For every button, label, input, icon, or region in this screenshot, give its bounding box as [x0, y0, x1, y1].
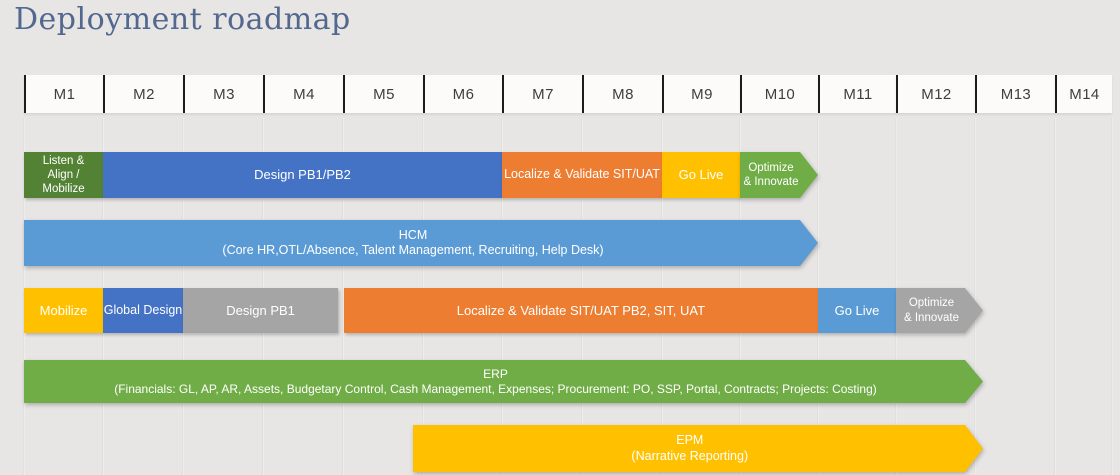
bar-label: EPM	[676, 433, 704, 448]
hcm-scope-track-bar: HCM(Core HR,OTL/Absence, Talent Manageme…	[24, 220, 818, 266]
month-header-cell: M13	[975, 75, 1055, 113]
erp-phase-track-bar: Go Live	[818, 288, 896, 333]
bar-label: Mobilize	[39, 302, 88, 318]
bar-label: Localize & Validate SIT/UAT	[504, 167, 660, 182]
bar-label: Go Live	[834, 302, 880, 318]
roadmap-bar-shape: Go Live	[818, 288, 896, 333]
arrow-shadow-wrap: Optimize & Innovate	[740, 152, 818, 198]
month-header-cell: M9	[662, 75, 740, 113]
roadmap-bar-shape: Listen &Align / Mobilize	[24, 152, 103, 198]
arrow-shadow-wrap: EPM(Narrative Reporting)	[413, 425, 983, 472]
roadmap-bar-shape: Design PB1/PB2	[103, 152, 502, 198]
roadmap-bar-shape: ERP(Financials: GL, AP, AR, Assets, Budg…	[24, 360, 983, 403]
month-gridline	[974, 118, 976, 475]
month-header-cell: M14	[1055, 75, 1112, 113]
erp-phase-track-bar: Mobilize	[24, 288, 103, 333]
roadmap-bar-shape: Go Live	[662, 152, 740, 198]
bar-label: Design PB1/PB2	[254, 167, 351, 183]
hcm-phase-track-bar: Optimize & Innovate	[740, 152, 818, 198]
month-gridline	[342, 118, 344, 475]
erp-scope-track-bar: ERP(Financials: GL, AP, AR, Assets, Budg…	[24, 360, 983, 403]
month-header-cell: M1	[24, 75, 103, 113]
erp-phase-track-bar: Design PB1	[183, 288, 339, 333]
month-header-cell: M12	[896, 75, 975, 113]
bar-label: Global Design	[103, 302, 183, 317]
roadmap-bar-shape: Global Design	[103, 288, 183, 333]
roadmap-bar-shape: Design PB1	[183, 288, 339, 333]
hcm-phase-track-bar: Localize & Validate SIT/UAT	[502, 152, 662, 198]
roadmap-bar-shape: Localize & Validate SIT/UAT PB2, SIT, UA…	[343, 288, 818, 333]
bar-label: Align /	[47, 168, 80, 181]
hcm-phase-track-bar: Go Live	[662, 152, 740, 198]
bar-label: & Innovate	[743, 176, 799, 188]
bar-label: & Innovate	[904, 311, 959, 324]
month-header-cell: M3	[183, 75, 263, 113]
arrow-shadow-wrap: HCM(Core HR,OTL/Absence, Talent Manageme…	[24, 220, 818, 266]
erp-phase-track-bar: Optimize& Innovate	[896, 288, 983, 333]
hcm-phase-track-bar: Listen &Align / Mobilize	[24, 152, 103, 198]
month-gridline	[1111, 118, 1113, 475]
bar-label: (Financials: GL, AP, AR, Assets, Budgeta…	[114, 381, 877, 396]
epm-scope-track-bar: EPM(Narrative Reporting)	[413, 425, 983, 472]
month-gridline	[1054, 118, 1056, 475]
roadmap-bar-shape: Mobilize	[24, 288, 103, 333]
bar-label: Go Live	[678, 167, 724, 183]
roadmap-bar-shape: Optimize& Innovate	[896, 288, 983, 333]
slide-title: Deployment roadmap	[14, 2, 351, 37]
erp-phase-track-bar: Global Design	[103, 288, 183, 333]
hcm-phase-track-bar: Design PB1/PB2	[103, 152, 502, 198]
roadmap-bar-shape: HCM(Core HR,OTL/Absence, Talent Manageme…	[24, 220, 818, 266]
month-header-cell: M6	[423, 75, 502, 113]
arrow-shadow-wrap: ERP(Financials: GL, AP, AR, Assets, Budg…	[24, 360, 983, 403]
month-header-cell: M10	[740, 75, 818, 113]
roadmap-bar-shape: Optimize & Innovate	[740, 152, 818, 198]
bar-label: ERP	[483, 366, 508, 381]
bar-label: Mobilize	[42, 183, 85, 195]
month-header-cell: M4	[263, 75, 343, 113]
arrow-shadow-wrap: Optimize& Innovate	[896, 288, 983, 333]
month-header-cell: M2	[103, 75, 183, 113]
bar-label: (Narrative Reporting)	[631, 448, 749, 463]
bar-label: HCM	[398, 227, 428, 242]
bar-label: Localize & Validate SIT/UAT PB2, SIT, UA…	[456, 302, 706, 318]
month-header-cell: M8	[582, 75, 662, 113]
bar-label: (Core HR,OTL/Absence, Talent Management,…	[222, 243, 604, 257]
roadmap-bar-shape: Localize & Validate SIT/UAT	[502, 152, 662, 198]
bar-label: Optimize	[748, 161, 794, 174]
roadmap-bar-shape: EPM(Narrative Reporting)	[413, 425, 983, 472]
bar-label: Listen &	[42, 154, 85, 167]
bar-label: Optimize	[908, 297, 955, 310]
month-header-cell: M5	[343, 75, 423, 113]
bar-label: Design PB1	[226, 302, 295, 318]
month-header-cell: M11	[818, 75, 896, 113]
month-header-cell: M7	[502, 75, 582, 113]
erp-phase-track-bar: Localize & Validate SIT/UAT PB2, SIT, UA…	[343, 288, 818, 333]
